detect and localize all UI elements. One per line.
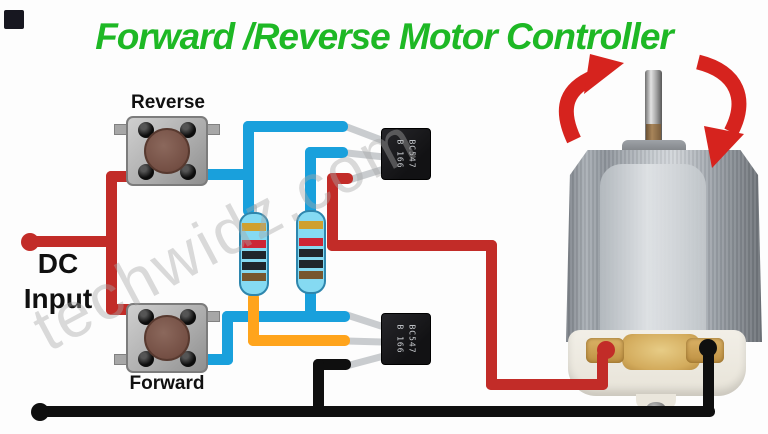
wire-blue-forward-riser bbox=[222, 311, 233, 365]
wire-orange-to-transistor2-base bbox=[248, 335, 350, 346]
wire-red-dc-positive bbox=[25, 236, 117, 247]
transistor2-leads bbox=[343, 311, 388, 369]
resistor-band-brown bbox=[299, 271, 323, 279]
wire-blue-top-horizontal bbox=[243, 121, 348, 132]
resistor-band-black bbox=[299, 249, 323, 257]
wire-red-mid-horizontal bbox=[327, 240, 497, 251]
button-pin bbox=[180, 309, 196, 325]
resistor-band-gold bbox=[242, 223, 266, 231]
button-actuator bbox=[144, 128, 190, 174]
wire-red-vertical-rail bbox=[106, 171, 117, 315]
wire-blue-resistor2-top bbox=[305, 147, 316, 215]
wire-blue-left-vertical bbox=[243, 121, 254, 216]
resistor-band-black bbox=[242, 251, 266, 259]
wire-blue-forward-out bbox=[197, 354, 233, 365]
dc-motor bbox=[558, 58, 768, 416]
button-pin bbox=[138, 164, 154, 180]
forward-button-label: Forward bbox=[129, 373, 205, 394]
resistor-1 bbox=[239, 212, 269, 296]
resistor-band-red bbox=[299, 238, 323, 246]
wire-blue-reverse-out bbox=[197, 169, 253, 180]
wire-black-transistor2-stub bbox=[313, 359, 351, 370]
reverse-button-label: Reverse bbox=[131, 92, 205, 113]
wire-blue-to-transistor2 bbox=[222, 311, 350, 322]
wire-blue-base-horizontal bbox=[305, 147, 348, 158]
wire-red-transistor1-stub bbox=[327, 173, 353, 184]
wire-red-right-vertical bbox=[486, 240, 497, 390]
wire-black-ground-bus bbox=[34, 406, 715, 417]
wire-blue-resistor2-bottom bbox=[305, 288, 316, 322]
resistor-band-black bbox=[299, 260, 323, 268]
motor-positive-solder-dot bbox=[597, 341, 615, 359]
resistor-band-brown bbox=[242, 273, 266, 281]
resistor-band-black bbox=[242, 262, 266, 270]
wire-orange-resistor1-down bbox=[248, 292, 259, 346]
page-title: Forward /Reverse Motor Controller bbox=[95, 16, 674, 57]
button-pin bbox=[180, 122, 196, 138]
forward-push-button bbox=[114, 303, 220, 373]
resistor-band-red bbox=[242, 240, 266, 248]
corner-artifact-square bbox=[4, 10, 24, 29]
wire-red-motor-terminal-riser bbox=[597, 350, 608, 390]
transistor1-leads bbox=[343, 123, 388, 184]
wire-black-transistor2-down bbox=[313, 359, 324, 414]
reverse-push-button bbox=[114, 116, 220, 186]
dc-positive-terminal-dot bbox=[21, 233, 39, 251]
wire-black-motor-terminal-drop bbox=[703, 350, 714, 414]
motor-body-highlight bbox=[600, 164, 706, 342]
motor-negative-solder-dot bbox=[699, 339, 717, 357]
button-pin bbox=[180, 351, 196, 367]
resistor1-top-lead bbox=[251, 204, 257, 218]
button-tab bbox=[206, 124, 220, 135]
resistor-2 bbox=[296, 210, 326, 294]
dc-negative-terminal-dot bbox=[31, 403, 49, 421]
wire-red-to-motor bbox=[486, 379, 608, 390]
button-tab bbox=[206, 311, 220, 322]
button-pin bbox=[138, 351, 154, 367]
wire-red-transistor1-down bbox=[327, 173, 338, 251]
button-pin bbox=[180, 164, 196, 180]
resistor-band-gold bbox=[299, 221, 323, 229]
button-actuator bbox=[144, 315, 190, 361]
